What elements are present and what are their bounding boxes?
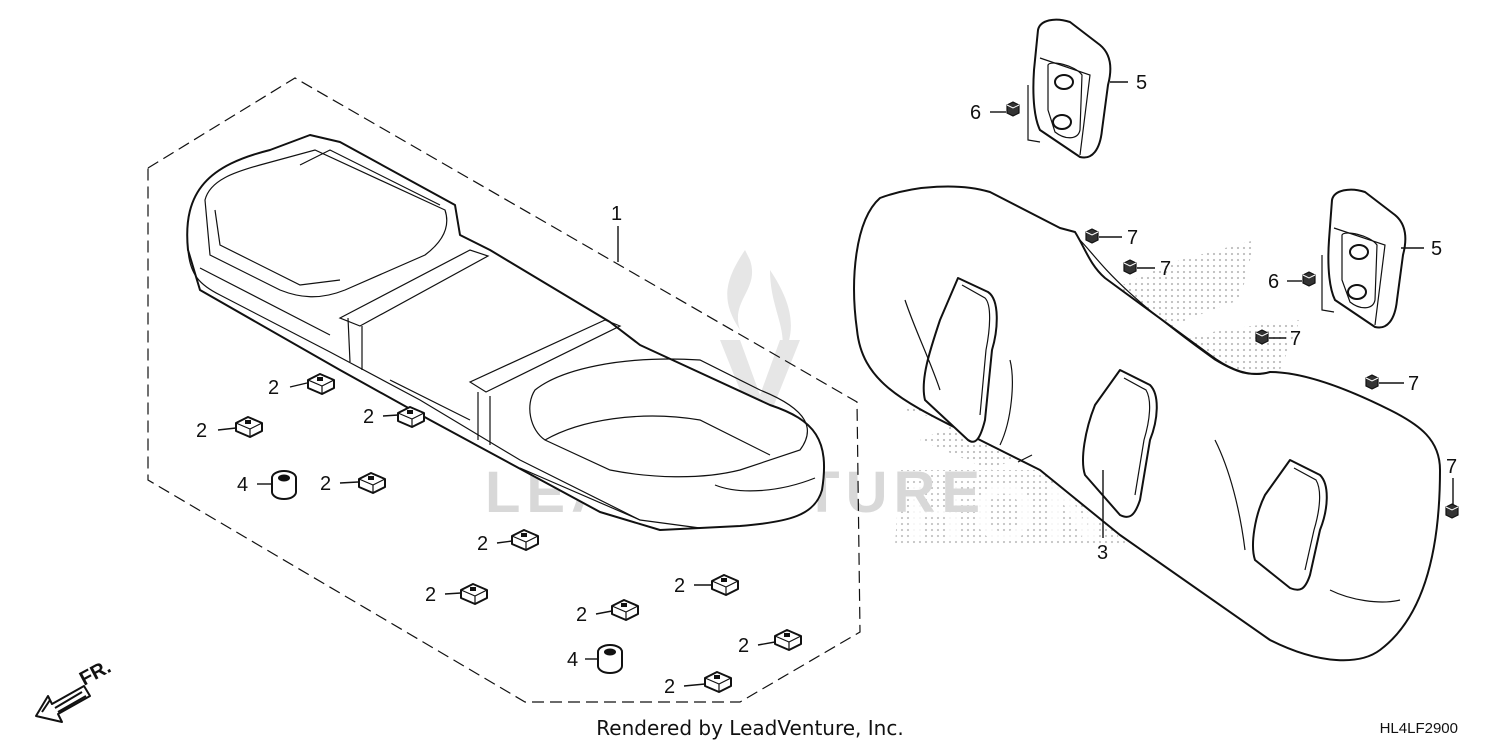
front-direction-arrow: FR. <box>35 656 115 723</box>
clip-part <box>358 472 386 494</box>
headrest-nut-part <box>1302 271 1316 287</box>
callout-2: 2 <box>576 604 587 626</box>
callout-6: 6 <box>970 102 981 124</box>
clip-part <box>460 583 488 605</box>
footer-credit: Rendered by LeadVenture, Inc. <box>596 716 904 740</box>
clip-part <box>704 671 732 693</box>
headrest-lower <box>1321 188 1407 329</box>
callout-1: 1 <box>611 203 622 225</box>
callout-2: 2 <box>674 575 685 597</box>
clip-part <box>611 599 639 621</box>
clip-part <box>235 416 263 438</box>
callouts: 1 2 2 2 2 4 2 2 2 2 2 4 2 3 5 5 6 6 7 7 … <box>196 72 1457 698</box>
callout-4: 4 <box>567 649 578 671</box>
backrest-nut-part <box>1123 259 1137 275</box>
callout-7: 7 <box>1127 227 1138 249</box>
callout-7: 7 <box>1408 373 1419 395</box>
headrest-nut-part <box>1006 101 1020 117</box>
leader-lines <box>217 81 1454 687</box>
clip-part <box>774 629 802 651</box>
callout-7: 7 <box>1446 456 1457 478</box>
assembly-outline <box>147 77 861 703</box>
clip-part <box>711 574 739 596</box>
diagram-code: HL4LF2900 <box>1379 720 1458 737</box>
callout-5: 5 <box>1431 238 1442 260</box>
backrest-nut-part <box>1445 503 1459 519</box>
backrest-nut-part <box>1255 329 1269 345</box>
backrest-nut-part <box>1085 228 1099 244</box>
callout-2: 2 <box>738 635 749 657</box>
front-direction-label: FR. <box>76 656 115 691</box>
callout-2: 2 <box>425 584 436 606</box>
callout-3: 3 <box>1097 542 1108 564</box>
clip-part <box>511 529 539 551</box>
callout-7: 7 <box>1290 328 1301 350</box>
callout-2: 2 <box>477 533 488 555</box>
callout-4: 4 <box>237 474 248 496</box>
seat-cushion <box>186 134 826 531</box>
grommet-part <box>597 644 623 674</box>
callout-2: 2 <box>363 406 374 428</box>
callout-7: 7 <box>1160 258 1171 280</box>
callout-2: 2 <box>196 420 207 442</box>
clip-part <box>307 373 335 395</box>
backrest <box>853 185 1441 662</box>
callout-2: 2 <box>664 676 675 698</box>
callout-6: 6 <box>1268 271 1279 293</box>
callout-2: 2 <box>320 473 331 495</box>
grommet-part <box>271 470 297 500</box>
callout-2: 2 <box>268 377 279 399</box>
backrest-nut-part <box>1365 374 1379 390</box>
headrest-upper <box>1027 18 1112 159</box>
callout-5: 5 <box>1136 72 1147 94</box>
